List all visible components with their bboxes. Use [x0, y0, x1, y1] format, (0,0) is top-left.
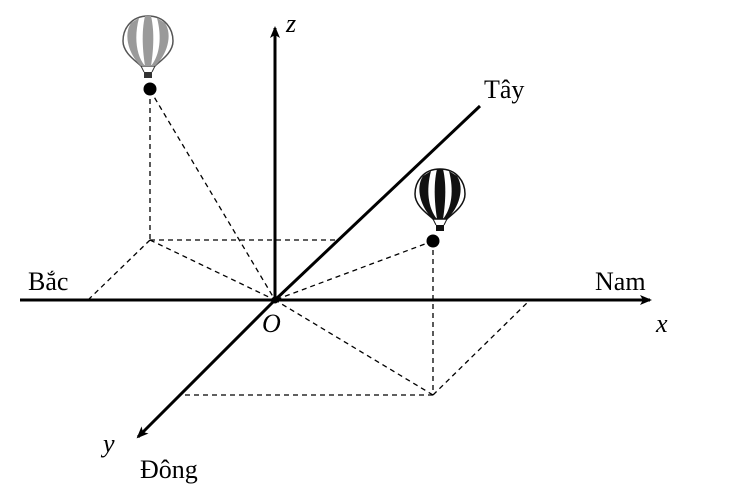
balloon-1-point [143, 82, 157, 96]
balloon-2-projection-lines [185, 240, 531, 396]
origin-point [271, 296, 279, 304]
x-axis-label: x [655, 309, 668, 338]
balloon-1-projection-lines [87, 89, 338, 301]
balloon-2-point [426, 234, 440, 248]
origin-label: O [262, 309, 281, 338]
y-axis-line [136, 298, 277, 439]
east-label: Đông [140, 455, 198, 484]
hot-air-balloon-icon [122, 15, 174, 78]
south-label: Nam [595, 267, 646, 296]
north-label: Bắc [28, 267, 68, 296]
hot-air-balloon-icon [414, 168, 466, 231]
y-axis-label: y [100, 429, 115, 458]
west-label: Tây [484, 75, 524, 104]
z-axis-label: z [285, 9, 296, 38]
west-axis-line [273, 104, 482, 302]
